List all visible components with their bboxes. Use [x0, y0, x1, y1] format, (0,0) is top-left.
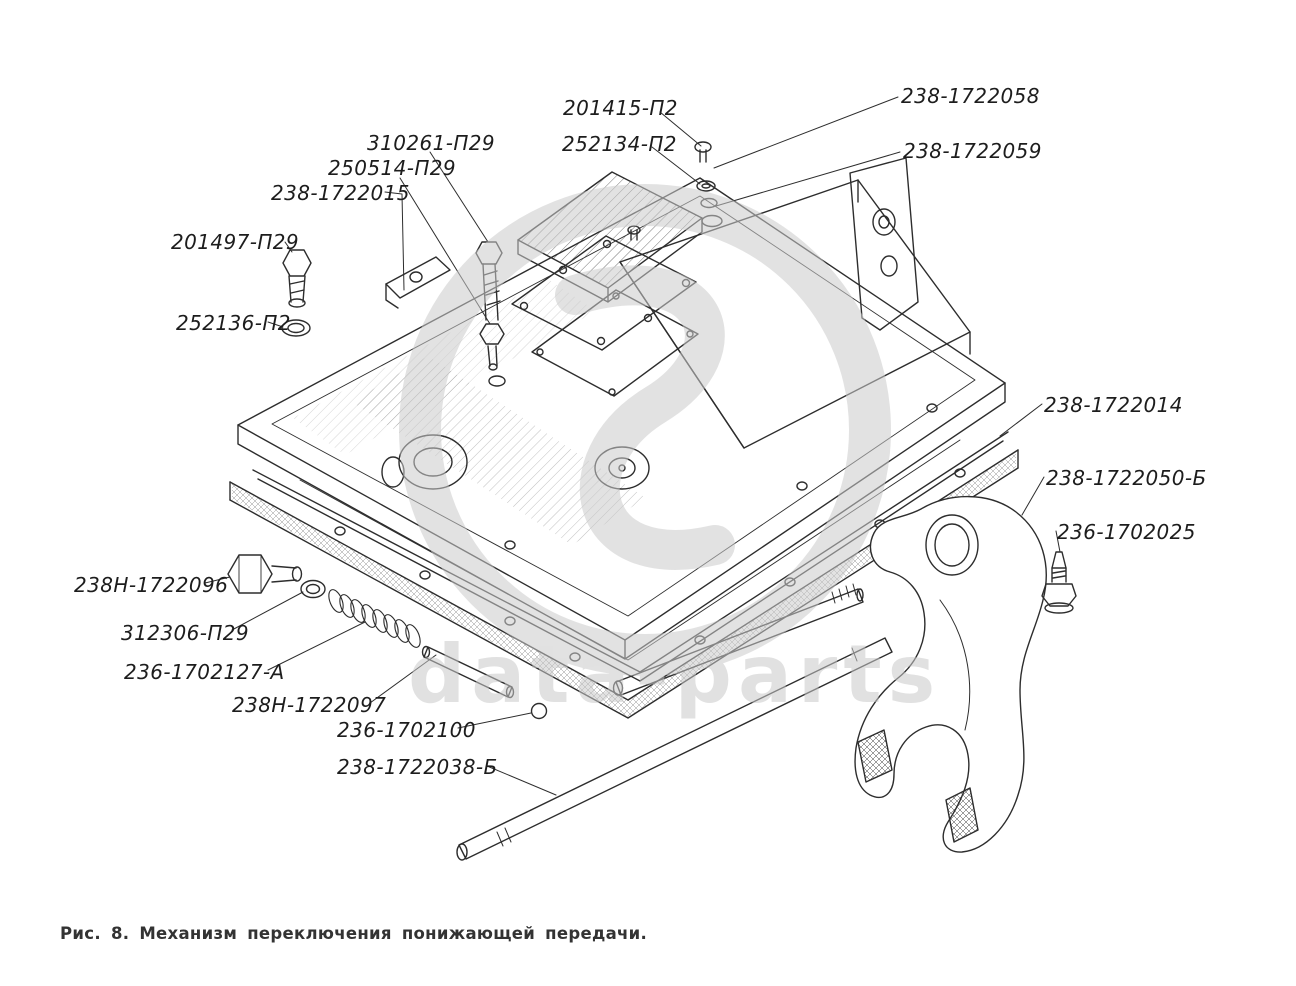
ball-236-1702100 — [530, 702, 548, 720]
part-label: 238-1722038-Б — [337, 755, 498, 779]
washer-252136 — [281, 319, 311, 337]
part-label: 238-1722058 — [901, 84, 1040, 108]
detent-bolt — [1041, 551, 1077, 614]
leader-lines — [204, 96, 1061, 796]
part-label: 252134-П2 — [562, 132, 677, 156]
part-label: 236-1702127-А — [124, 660, 285, 684]
part-label: 238-1722014 — [1044, 393, 1183, 417]
rod-238-1722038 — [456, 637, 893, 861]
plug-238H-1722096 — [227, 554, 303, 594]
part-label: 238Н-1722096 — [74, 573, 229, 597]
part-label: 236-1702025 — [1057, 520, 1196, 544]
shift-fork — [854, 495, 1047, 853]
washer-312306 — [300, 579, 326, 599]
part-label: 238-1722050-Б — [1046, 466, 1207, 490]
part-label: 312306-П29 — [121, 621, 250, 645]
part-label: 201497-П29 — [171, 230, 300, 254]
figure-caption: Рис. 8. Механизм переключения понижающей… — [60, 924, 648, 943]
part-label: 238-1722015 — [271, 181, 410, 205]
part-label: 310261-П29 — [367, 131, 496, 155]
part-label: 236-1702100 — [337, 718, 476, 742]
part-label: 252136-П2 — [176, 311, 291, 335]
part-label: 250514-П29 — [328, 156, 457, 180]
part-label: 201415-П2 — [563, 96, 678, 120]
part-label: 238-1722059 — [903, 139, 1042, 163]
bolt-201497 — [282, 249, 312, 308]
part-label: 238Н-1722097 — [232, 693, 387, 717]
